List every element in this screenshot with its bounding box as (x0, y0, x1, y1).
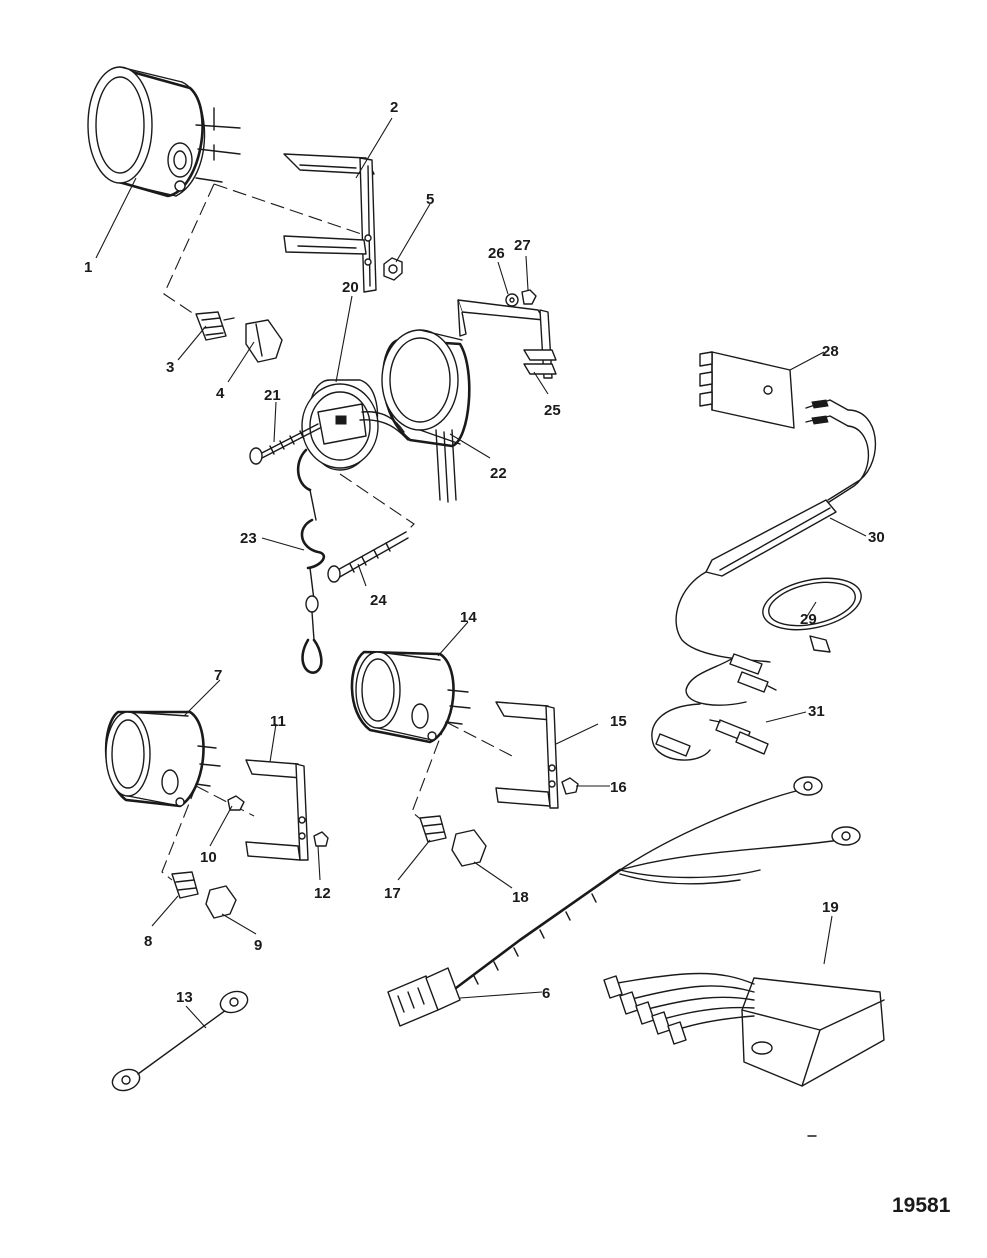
gauge-7 (104, 710, 221, 808)
gauge-14 (350, 650, 471, 744)
callout-1: 1 (84, 259, 92, 276)
lanyard-23 (296, 448, 326, 674)
callout-18: 18 (512, 889, 529, 906)
bracket-2 (283, 153, 377, 293)
callout-16: 16 (610, 779, 627, 796)
callout-4: 4 (216, 385, 225, 402)
callout-15: 15 (610, 713, 627, 730)
tie-strap-29 (762, 577, 862, 653)
callout-25: 25 (544, 402, 561, 419)
harness-6 (387, 776, 861, 1027)
figure-number: 19581 (892, 1194, 951, 1217)
callout-30: 30 (868, 529, 885, 546)
callout-14: 14 (460, 609, 477, 626)
washer-26 (505, 293, 519, 307)
bracket-11 (245, 759, 309, 861)
callouts: 1 2 5 3 4 20 21 22 23 24 25 26 27 28 30 … (84, 99, 885, 1006)
callout-3: 3 (166, 359, 174, 376)
nut-27 (521, 289, 537, 305)
callout-13: 13 (176, 989, 193, 1006)
callout-19: 19 (822, 899, 839, 916)
callout-28: 28 (822, 343, 839, 360)
callout-6: 6 (542, 985, 550, 1002)
screw-21 (249, 423, 321, 465)
switch-plate-20 (301, 379, 409, 471)
screw-24 (327, 531, 409, 583)
bracket-15 (495, 701, 559, 809)
leader-lines (95, 117, 867, 1029)
module-19 (603, 972, 885, 1087)
callout-24: 24 (370, 592, 387, 609)
socket-17 (419, 815, 447, 843)
bracket-28 (699, 351, 795, 429)
callout-2: 2 (390, 99, 398, 116)
callout-10: 10 (200, 849, 217, 866)
callout-5: 5 (426, 191, 434, 208)
callout-23: 23 (240, 530, 257, 547)
bracket-25 (457, 299, 557, 379)
callout-22: 22 (490, 465, 507, 482)
knob-18 (451, 829, 487, 867)
callout-9: 9 (254, 937, 262, 954)
nut-5 (383, 257, 403, 281)
callout-21: 21 (264, 387, 281, 404)
sender-30 (675, 399, 877, 706)
knob-9 (205, 885, 237, 919)
callout-27: 27 (514, 237, 531, 254)
socket-8 (171, 871, 199, 899)
callout-11: 11 (270, 713, 286, 730)
callout-7: 7 (214, 667, 222, 684)
callout-17: 17 (384, 885, 401, 902)
gauge-large (87, 66, 241, 198)
callout-8: 8 (144, 933, 152, 950)
callout-12: 12 (314, 885, 331, 902)
callout-29: 29 (800, 611, 817, 628)
socket-3 (195, 311, 235, 341)
callout-20: 20 (342, 279, 359, 296)
callout-26: 26 (488, 245, 505, 262)
nut-12 (313, 831, 329, 847)
knob-4 (245, 319, 283, 363)
ground-strap-13 (111, 990, 249, 1092)
switch-cover-22 (381, 329, 471, 503)
callout-31: 31 (808, 703, 825, 720)
nut-16 (561, 777, 579, 795)
connectors-31 (651, 653, 777, 761)
